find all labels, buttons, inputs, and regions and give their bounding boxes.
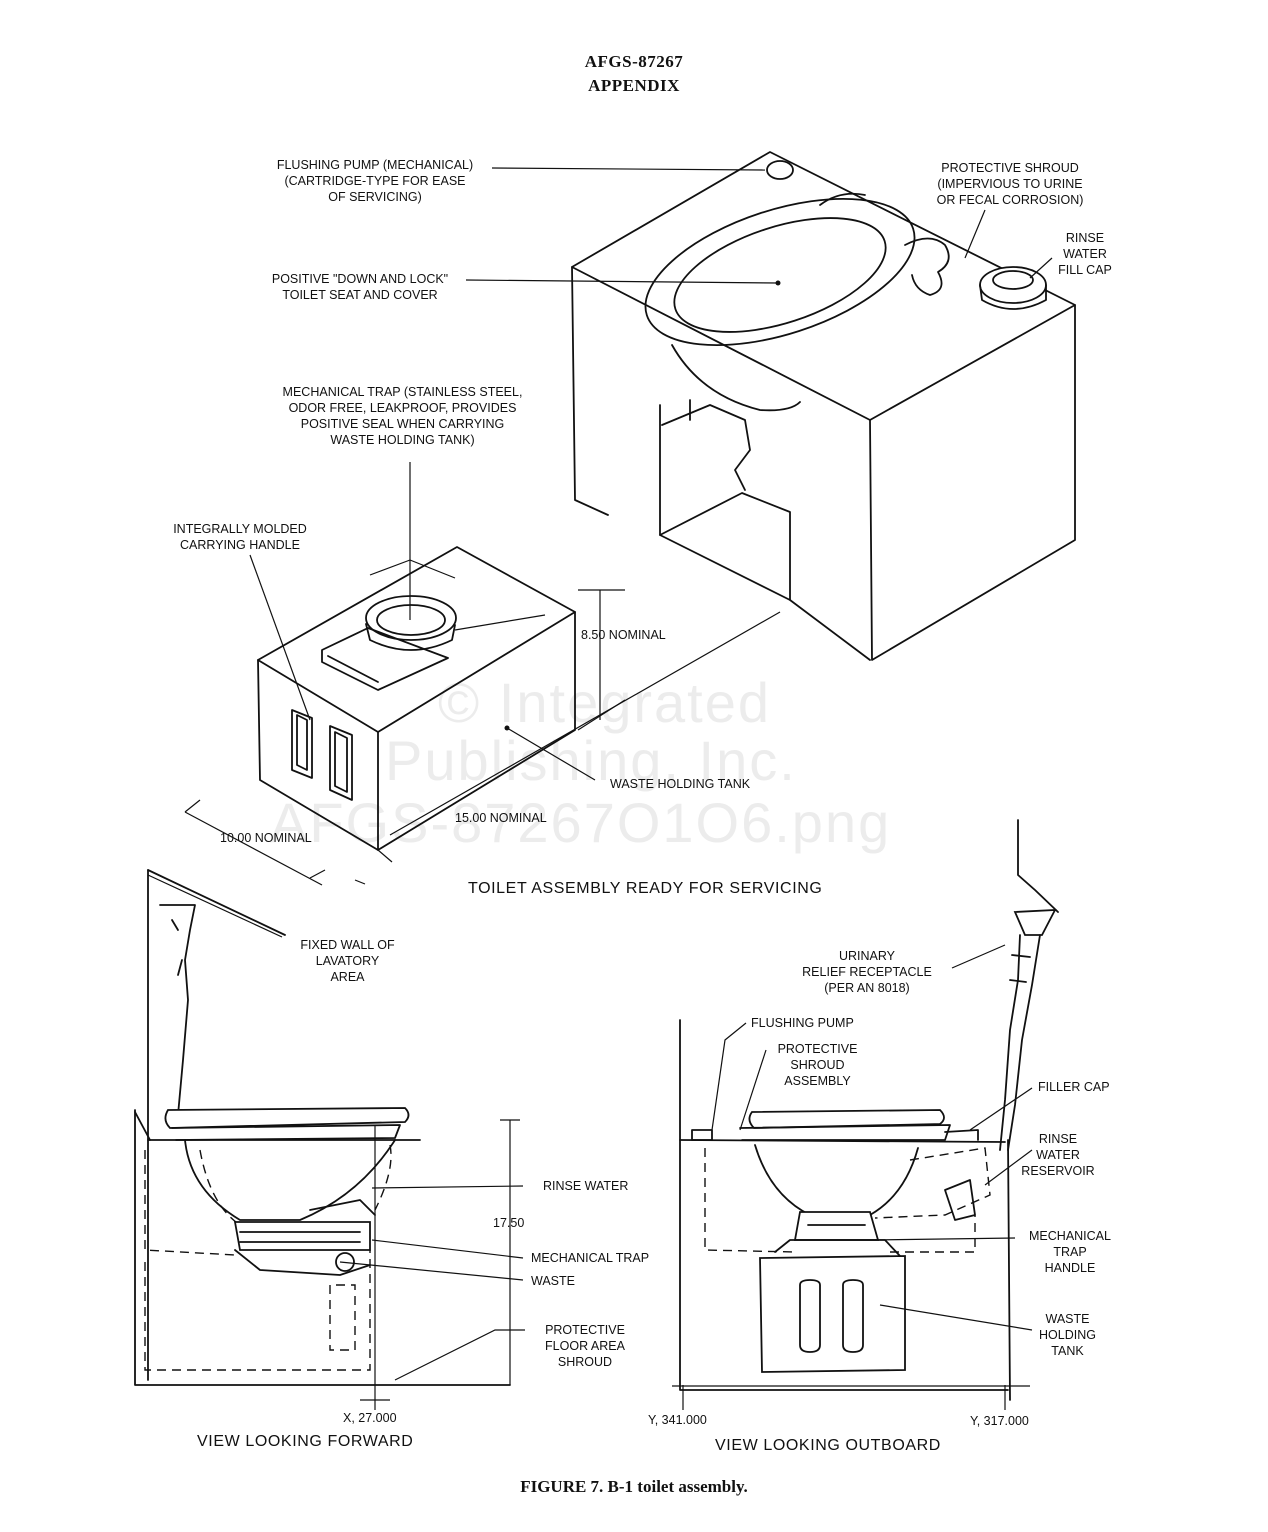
label-mechanical-trap-handle: MECHANICAL TRAP HANDLE (1029, 1229, 1111, 1275)
isometric-dimensions (184, 589, 781, 886)
label-station-x: X, 27.000 (343, 1411, 397, 1425)
label-fixed-wall: FIXED WALL OF LAVATORY AREA (300, 938, 395, 984)
label-filler-cap: FILLER CAP (1038, 1080, 1110, 1094)
label-station-y-right: Y, 317.000 (970, 1414, 1029, 1428)
outboard-view-title: VIEW LOOKING OUTBOARD (715, 1437, 941, 1454)
isometric-view-title: TOILET ASSEMBLY READY FOR SERVICING (468, 880, 823, 897)
waste-tank-isometric (257, 546, 576, 851)
watermark-line-1: © Integrated (438, 671, 772, 734)
forward-view-title: VIEW LOOKING FORWARD (197, 1433, 414, 1450)
label-toilet-seat-and-cover: POSITIVE "DOWN AND LOCK" TOILET SEAT AND… (271, 272, 449, 302)
label-rinse-water: RINSE WATER (543, 1179, 629, 1193)
label-waste-holding-tank-outboard: WASTE HOLDING TANK (1039, 1312, 1096, 1358)
figure-caption: FIGURE 7. B-1 toilet assembly. (520, 1477, 748, 1496)
outboard-view-drawing (672, 819, 1059, 1410)
label-rinse-water-reservoir: RINSE WATER RESERVOIR (1021, 1132, 1095, 1178)
watermark-line-3: AFGS-87267O1O6.png (270, 791, 892, 854)
forward-view-leaders (147, 874, 525, 1381)
label-waste: WASTE (531, 1274, 575, 1288)
toilet-body-isometric (571, 151, 1076, 661)
label-station-y-left: Y, 341.000 (648, 1413, 707, 1427)
label-floor-area-shroud: PROTECTIVE FLOOR AREA SHROUD (545, 1323, 625, 1369)
forward-view-drawing (134, 869, 520, 1410)
label-height-17-50: 17.50 (493, 1216, 525, 1230)
watermark-line-2: Publishing, Inc. (385, 729, 797, 792)
label-urinary-relief-receptacle: URINARY RELIEF RECEPTACLE (PER AN 8018) (802, 949, 932, 995)
isometric-leaders (249, 167, 1053, 781)
outboard-view-leaders (711, 944, 1033, 1331)
label-length-nominal: 15.00 NOMINAL (455, 811, 547, 825)
label-shroud-assembly: PROTECTIVE SHROUD ASSEMBLY (777, 1042, 858, 1088)
label-carrying-handle: INTEGRALLY MOLDED CARRYING HANDLE (173, 522, 307, 552)
document-number: AFGS-87267 (584, 52, 684, 71)
label-mechanical-trap-isometric: MECHANICAL TRAP (STAINLESS STEEL, ODOR F… (282, 385, 523, 447)
label-width-nominal: 10.00 NOMINAL (220, 831, 312, 845)
label-waste-holding-tank: WASTE HOLDING TANK (610, 777, 751, 791)
label-flushing-pump-mechanical: FLUSHING PUMP (MECHANICAL) (CARTRIDGE-TY… (276, 158, 474, 204)
appendix-heading: APPENDIX (588, 76, 680, 95)
label-height-nominal: 8.50 NOMINAL (581, 628, 666, 642)
label-flushing-pump-outboard: FLUSHING PUMP (751, 1016, 854, 1030)
label-protective-shroud: PROTECTIVE SHROUD (IMPERVIOUS TO URINE O… (936, 161, 1084, 207)
label-mechanical-trap-forward: MECHANICAL TRAP (531, 1251, 650, 1265)
label-rinse-water-fill-cap: RINSE WATER FILL CAP (1058, 231, 1112, 277)
